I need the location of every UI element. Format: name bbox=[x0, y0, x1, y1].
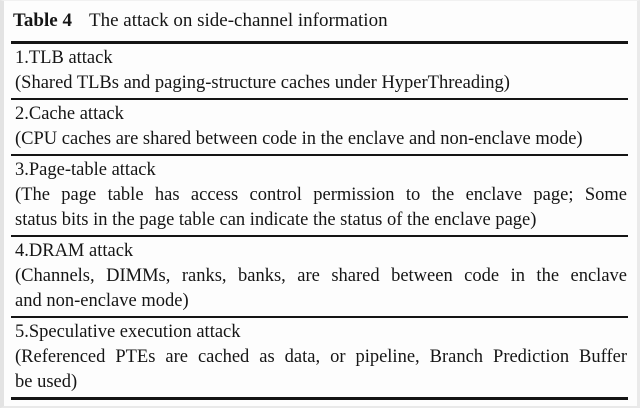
attack-description-line: (CPU caches are shared between code in t… bbox=[15, 129, 583, 149]
attack-name: 1.TLB attack bbox=[15, 48, 113, 68]
attack-description-line: (Channels, DIMMs, ranks, banks, are shar… bbox=[15, 266, 627, 286]
attack-name: 5.Speculative execution attack bbox=[15, 322, 241, 342]
table-row: 3.Page-table attack (The page table has a… bbox=[11, 154, 628, 235]
table-row: 2.Cache attack (CPU caches are shared bet… bbox=[11, 98, 628, 154]
table-row: 1.TLB attack (Shared TLBs and paging-stru… bbox=[11, 44, 628, 98]
table-caption: Table 4 The attack on side-channel inform… bbox=[4, 1, 637, 41]
attack-name: 4.DRAM attack bbox=[15, 241, 134, 261]
table-caption-text: The attack on side-channel information bbox=[88, 10, 388, 31]
attack-description-line: and non-enclave mode) bbox=[15, 291, 189, 311]
attack-name: 2.Cache attack bbox=[15, 104, 124, 124]
attack-description-line: (Shared TLBs and paging-structure caches… bbox=[15, 73, 510, 93]
attack-description-line: be used) bbox=[15, 372, 78, 392]
attack-description-line: (The page table has access control permi… bbox=[15, 185, 627, 205]
table-row: 4.DRAM attack (Channels, DIMMs, ranks, ba… bbox=[11, 235, 628, 316]
attack-description-line: status bits in the page table can indica… bbox=[15, 210, 537, 230]
table-caption-label: Table 4 bbox=[13, 10, 72, 31]
attack-description-line: (Referenced PTEs are cached as data, or … bbox=[15, 347, 627, 367]
attack-name: 3.Page-table attack bbox=[15, 160, 156, 180]
table-row: 5.Speculative execution attack (Reference… bbox=[11, 316, 628, 397]
attack-table: 1.TLB attack (Shared TLBs and paging-stru… bbox=[11, 41, 628, 400]
